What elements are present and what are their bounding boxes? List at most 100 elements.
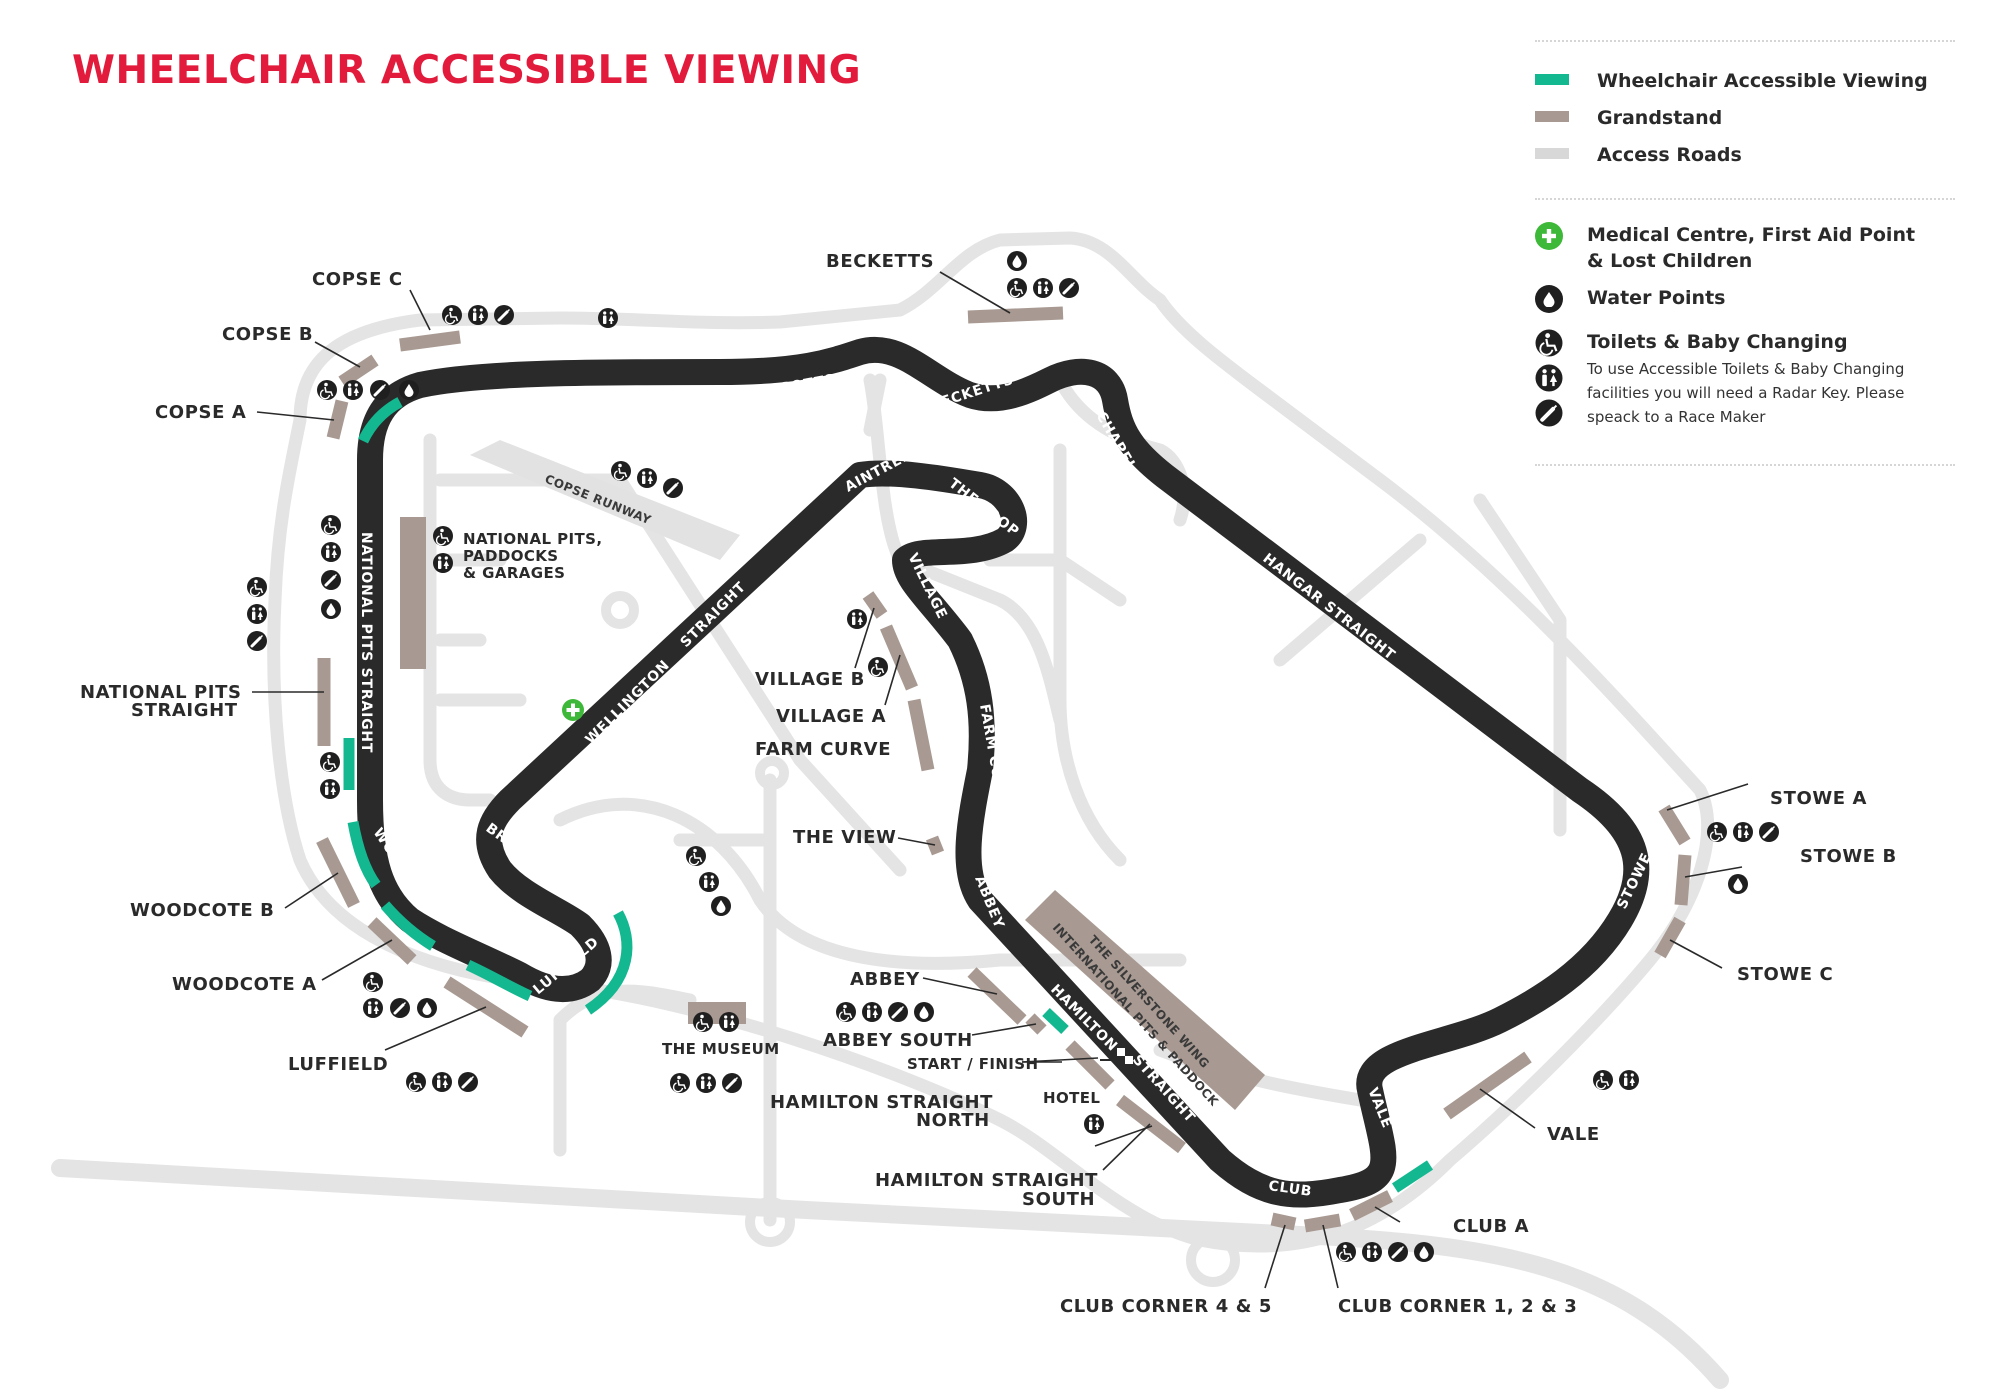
silverstone-wing-building xyxy=(1025,890,1265,1110)
legend-item-water: Water Points xyxy=(1535,285,1725,313)
label-abbey: ABBEY xyxy=(850,969,920,990)
track-label-national-pits-straight: NATIONAL PITS STRAIGHT xyxy=(358,532,374,753)
label-village-a: VILLAGE A xyxy=(776,706,886,727)
toilet-icon xyxy=(637,468,657,488)
wheelchair-icon xyxy=(1706,821,1728,843)
water-drop-icon xyxy=(1414,1242,1434,1262)
grandstand-hamilton-south xyxy=(1116,1094,1186,1154)
baby-changing-icon xyxy=(661,476,685,500)
water-drop-icon xyxy=(914,1002,934,1022)
baby-changing-icon xyxy=(492,303,516,327)
grandstand-the-view xyxy=(925,835,945,856)
label-hamilton-south-2: SOUTH xyxy=(1022,1189,1095,1210)
wheelchair-icon xyxy=(835,1001,857,1023)
toilet-icon-stack xyxy=(1535,329,1563,427)
baby-changing-icon xyxy=(388,996,412,1020)
wheelchair-icon xyxy=(610,460,632,482)
grandstand-woodcote-b xyxy=(316,837,360,908)
wheelchair-icon xyxy=(1006,277,1028,299)
label-woodcote-a: WOODCOTE A xyxy=(172,974,317,995)
wheelchair-icon xyxy=(432,525,454,547)
label-national-pits-straight-1: NATIONAL PITS xyxy=(80,682,242,703)
copse-runway xyxy=(470,440,740,560)
wheelchair-icon xyxy=(669,1072,691,1094)
label-hotel: HOTEL xyxy=(1043,1089,1100,1107)
label-national-pits-1: NATIONAL PITS, xyxy=(463,530,602,548)
baby-changing-icon xyxy=(368,378,392,402)
track-label-club: CLUB xyxy=(1267,1178,1313,1200)
toilet-icon xyxy=(598,308,618,328)
accessible-copse xyxy=(358,397,403,444)
toilet-icon xyxy=(433,553,453,573)
legend-label: Medical Centre, First Aid Point & Lost C… xyxy=(1587,224,1916,272)
access-roads-swatch xyxy=(1535,148,1569,159)
wheelchair-icon xyxy=(1535,329,1563,357)
wheelchair-icon xyxy=(867,656,889,678)
roundabouts xyxy=(601,591,1240,1287)
inner-road-2 xyxy=(553,797,1187,970)
toilet-icon xyxy=(432,1072,452,1092)
grandstand-labels: COPSE C COPSE B COPSE A BECKETTS NATIONA… xyxy=(80,251,1897,1317)
baby-changing-icon xyxy=(1535,399,1563,427)
grandstand-copse-c xyxy=(399,330,461,352)
wheelchair-icon xyxy=(319,751,341,773)
water-drop-icon xyxy=(1007,251,1027,271)
toilet-icon xyxy=(247,604,267,624)
grandstand-club-a xyxy=(1349,1190,1393,1221)
label-hamilton-north-1: HAMILTON STRAIGHT xyxy=(770,1092,993,1113)
roundabout-3 xyxy=(745,1197,795,1247)
grandstand-hamilton-north xyxy=(1065,1040,1115,1090)
perimeter-road xyxy=(267,231,1715,1253)
wheelchair-icon xyxy=(405,1071,427,1093)
leader-lines xyxy=(252,271,1749,1289)
toilet-icon xyxy=(468,305,488,325)
label-vale: VALE xyxy=(1547,1124,1600,1145)
baby-changing-icon xyxy=(1057,276,1081,300)
roundabout-2 xyxy=(755,756,789,790)
inner-road-6 xyxy=(1053,443,1127,867)
water-drop-icon xyxy=(1728,874,1748,894)
plus-icon xyxy=(1535,222,1563,250)
plus-icon xyxy=(562,699,584,721)
inner-road-12 xyxy=(863,373,887,437)
access-roads xyxy=(51,231,1729,1389)
national-pits-building xyxy=(400,517,426,669)
wheelchair-icon xyxy=(692,1011,714,1033)
toilet-icon xyxy=(1362,1242,1382,1262)
toilet-icon xyxy=(343,380,363,400)
wheelchair-icon xyxy=(1335,1241,1357,1263)
wheelchair-icon xyxy=(1592,1069,1614,1091)
label-club-a: CLUB A xyxy=(1453,1216,1529,1237)
baby-changing-icon xyxy=(456,1070,480,1094)
toilet-icon xyxy=(1535,364,1563,392)
legend-divider xyxy=(1535,40,1955,42)
legend-note: To use Accessible Toilets & Baby Changin… xyxy=(1587,360,1905,426)
label-becketts: BECKETTS xyxy=(826,251,934,272)
inner-road-paddock xyxy=(433,473,627,707)
legend-divider xyxy=(1535,464,1955,466)
legend-item-medical: Medical Centre, First Aid Point & Lost C… xyxy=(1535,222,1917,274)
label-club-corner-123: CLUB CORNER 1, 2 & 3 xyxy=(1338,1296,1577,1317)
page-title: WHEELCHAIR ACCESSIBLE VIEWING xyxy=(72,48,862,93)
grandstand-stowe-c xyxy=(1654,916,1686,959)
toilet-icon xyxy=(320,779,340,799)
accessible-viewing-areas xyxy=(343,397,1434,1193)
roundabout-4 xyxy=(1186,1233,1240,1287)
grandstand-becketts xyxy=(967,306,1064,324)
accessible-abbey xyxy=(1042,1008,1069,1034)
label-woodcote-b: WOODCOTE B xyxy=(130,900,274,921)
inner-road-1 xyxy=(423,433,497,807)
toilet-icon xyxy=(1733,822,1753,842)
label-stowe-b: STOWE B xyxy=(1800,846,1897,867)
inner-road-7 xyxy=(983,553,1127,607)
toilet-icon xyxy=(719,1012,739,1032)
label-stowe-c: STOWE C xyxy=(1737,964,1833,985)
baby-changing-icon xyxy=(319,568,343,592)
label-hamilton-north-2: NORTH xyxy=(916,1110,990,1131)
label-luffield: LUFFIELD xyxy=(288,1054,388,1075)
water-drop-icon xyxy=(711,896,731,916)
grandstand-vale xyxy=(1443,1051,1532,1120)
water-drop-icon xyxy=(417,998,437,1018)
label-club-corner-45: CLUB CORNER 4 & 5 xyxy=(1060,1296,1272,1317)
